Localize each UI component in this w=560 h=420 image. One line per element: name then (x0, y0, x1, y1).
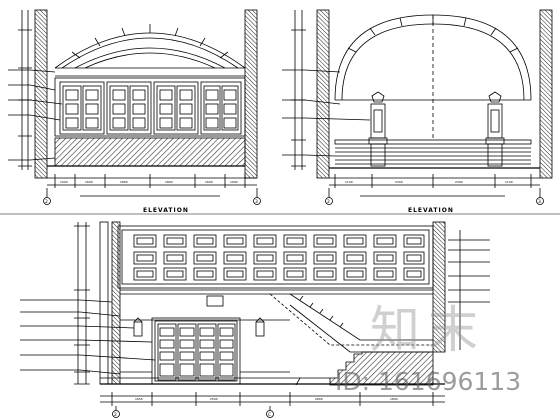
svg-text:1600: 1600 (85, 180, 93, 184)
svg-text:1600: 1600 (205, 180, 213, 184)
svg-text:2500: 2500 (210, 397, 218, 401)
grid-label-tr-right: 3 (538, 199, 541, 205)
watermark-brand: 知末 (370, 301, 486, 359)
svg-text:1800: 1800 (120, 180, 128, 184)
svg-text:2800: 2800 (315, 397, 323, 401)
svg-text:1650: 1650 (135, 397, 143, 401)
grid-label-b-right: C (268, 412, 271, 418)
svg-text:1000: 1000 (230, 180, 238, 184)
svg-text:1100: 1100 (505, 180, 513, 184)
elevation-title-left: ELEVATION (143, 207, 189, 214)
grid-label-b-left: 2 (114, 412, 117, 418)
svg-text:2300: 2300 (455, 180, 463, 184)
grid-label-tl-left: 2 (45, 199, 48, 205)
elevation-top-right (282, 9, 553, 205)
svg-text:2300: 2300 (395, 180, 403, 184)
grid-label-tr-left: 2 (327, 199, 330, 205)
svg-text:1000: 1000 (60, 180, 68, 184)
grid-label-tl-right: 3 (255, 199, 258, 205)
watermark-id: ID: 161696113 (335, 367, 522, 396)
svg-text:1100: 1100 (345, 180, 353, 184)
elevation-bottom (20, 221, 490, 418)
svg-text:1800: 1800 (390, 397, 398, 401)
elevation-top-left (8, 9, 261, 205)
svg-text:1800: 1800 (165, 180, 173, 184)
elevation-title-right: ELEVATION (408, 207, 454, 214)
